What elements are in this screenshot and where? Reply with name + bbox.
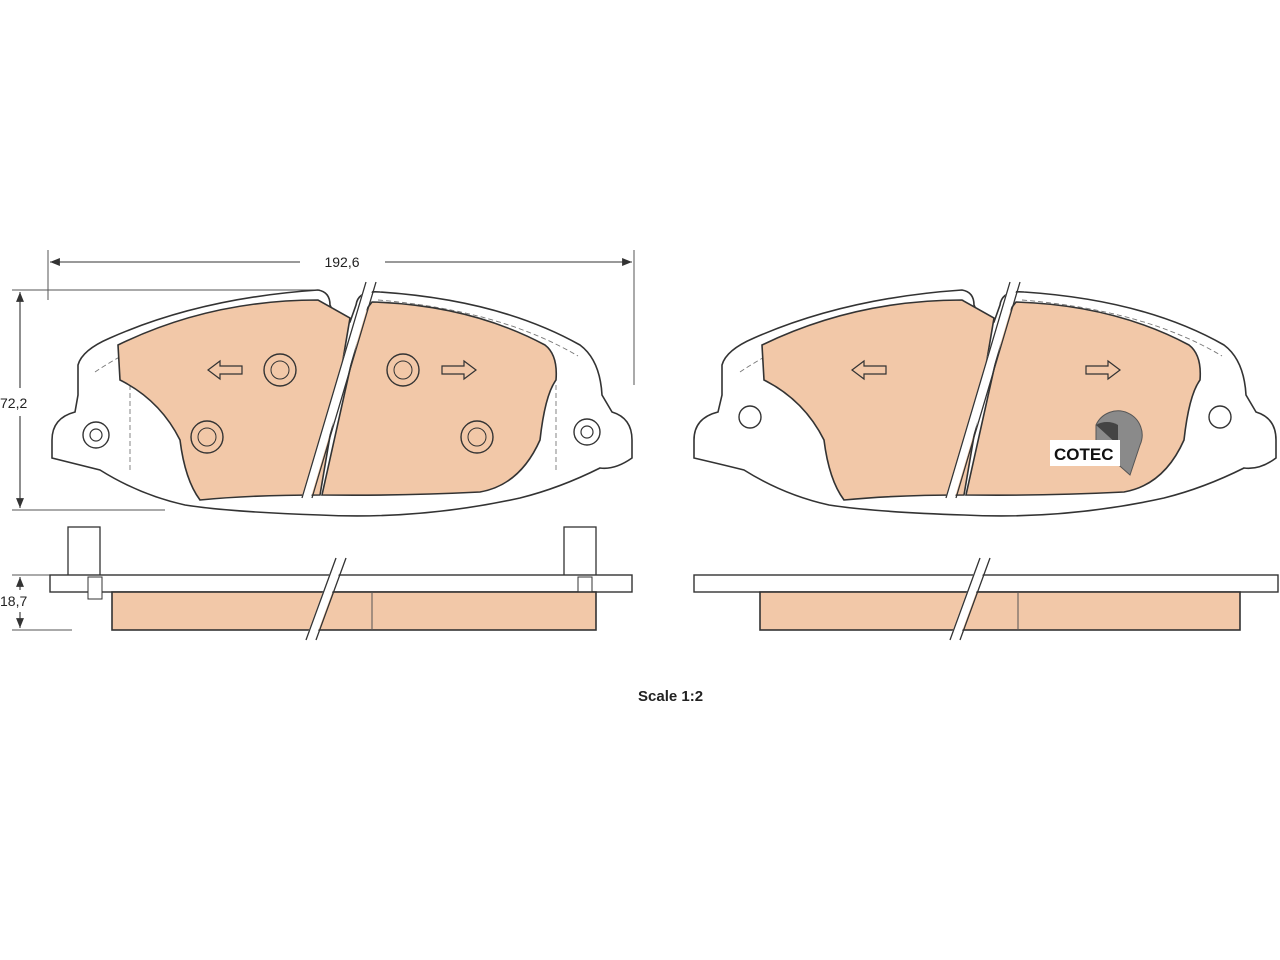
pad-side-right xyxy=(693,556,1279,642)
friction-block-right xyxy=(965,301,1202,496)
friction-block-left xyxy=(117,299,351,501)
cotec-logo-text: COTEC xyxy=(1054,445,1114,464)
pad-front-right xyxy=(693,280,1277,517)
friction-layer-side xyxy=(111,591,597,631)
friction-block-left xyxy=(761,299,995,501)
pad-side-left xyxy=(49,526,633,642)
thickness-dimension: 18,7 xyxy=(0,574,72,631)
friction-layer-side xyxy=(759,591,1241,631)
thickness-dimension-label: 18,7 xyxy=(0,593,27,609)
height-dimension-label: 72,2 xyxy=(0,395,27,411)
cotec-logo: COTEC xyxy=(1050,410,1143,476)
direction-arrow-left-icon xyxy=(851,359,887,381)
width-dimension-label: 192,6 xyxy=(324,254,359,270)
rivet-icon xyxy=(190,353,494,454)
width-dimension: 192,6 xyxy=(47,250,635,385)
direction-arrow-right-icon xyxy=(1085,359,1121,381)
pad-front-left xyxy=(51,280,633,517)
friction-block-right xyxy=(321,301,558,496)
scale-label: Scale 1:2 xyxy=(638,688,703,705)
direction-arrow-right-icon xyxy=(441,359,477,381)
direction-arrow-left-icon xyxy=(207,359,243,381)
height-dimension: 72,2 xyxy=(0,289,320,511)
